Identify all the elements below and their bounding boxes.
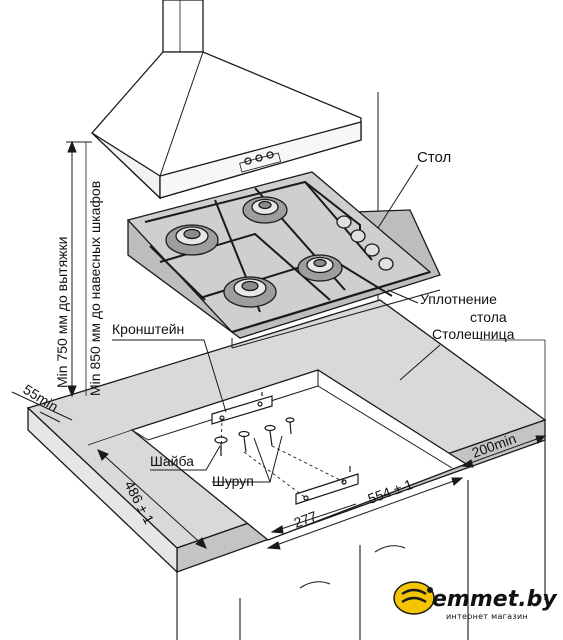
dimension-lines — [11, 140, 547, 550]
dim-bracket-offset: 277 — [292, 508, 320, 531]
brand-tagline: интернет магазин — [446, 612, 528, 621]
label-screw: Шуруп — [212, 473, 254, 489]
burner-back-left — [165, 224, 219, 256]
dim-cabinet-distance: Min 850 мм до навесных шкафов — [87, 181, 103, 396]
label-washer: Шайба — [150, 453, 194, 469]
brand-logo: emmet.by интернет магазин — [393, 581, 558, 621]
burner-back-right — [242, 196, 288, 224]
burner-front-left — [223, 276, 277, 308]
label-table: Стол — [417, 149, 451, 166]
base-cabinet — [176, 440, 546, 640]
label-seal-line2: стола — [470, 309, 507, 325]
burner-front-right — [297, 254, 343, 282]
brand-name: emmet.by — [432, 587, 558, 612]
hob-knobs — [336, 215, 394, 271]
label-countertop: Столешница — [432, 326, 515, 342]
label-seal-line1: Уплотнение — [420, 291, 497, 307]
dim-hood-distance: Min 750 мм до вытяжки — [54, 237, 70, 388]
leader-lines — [112, 164, 441, 483]
screw-washer-right — [264, 417, 295, 447]
mounting-hardware — [211, 392, 359, 505]
label-bracket: Кронштейн — [112, 321, 184, 337]
range-hood — [91, 0, 362, 200]
gas-hob — [126, 171, 441, 349]
